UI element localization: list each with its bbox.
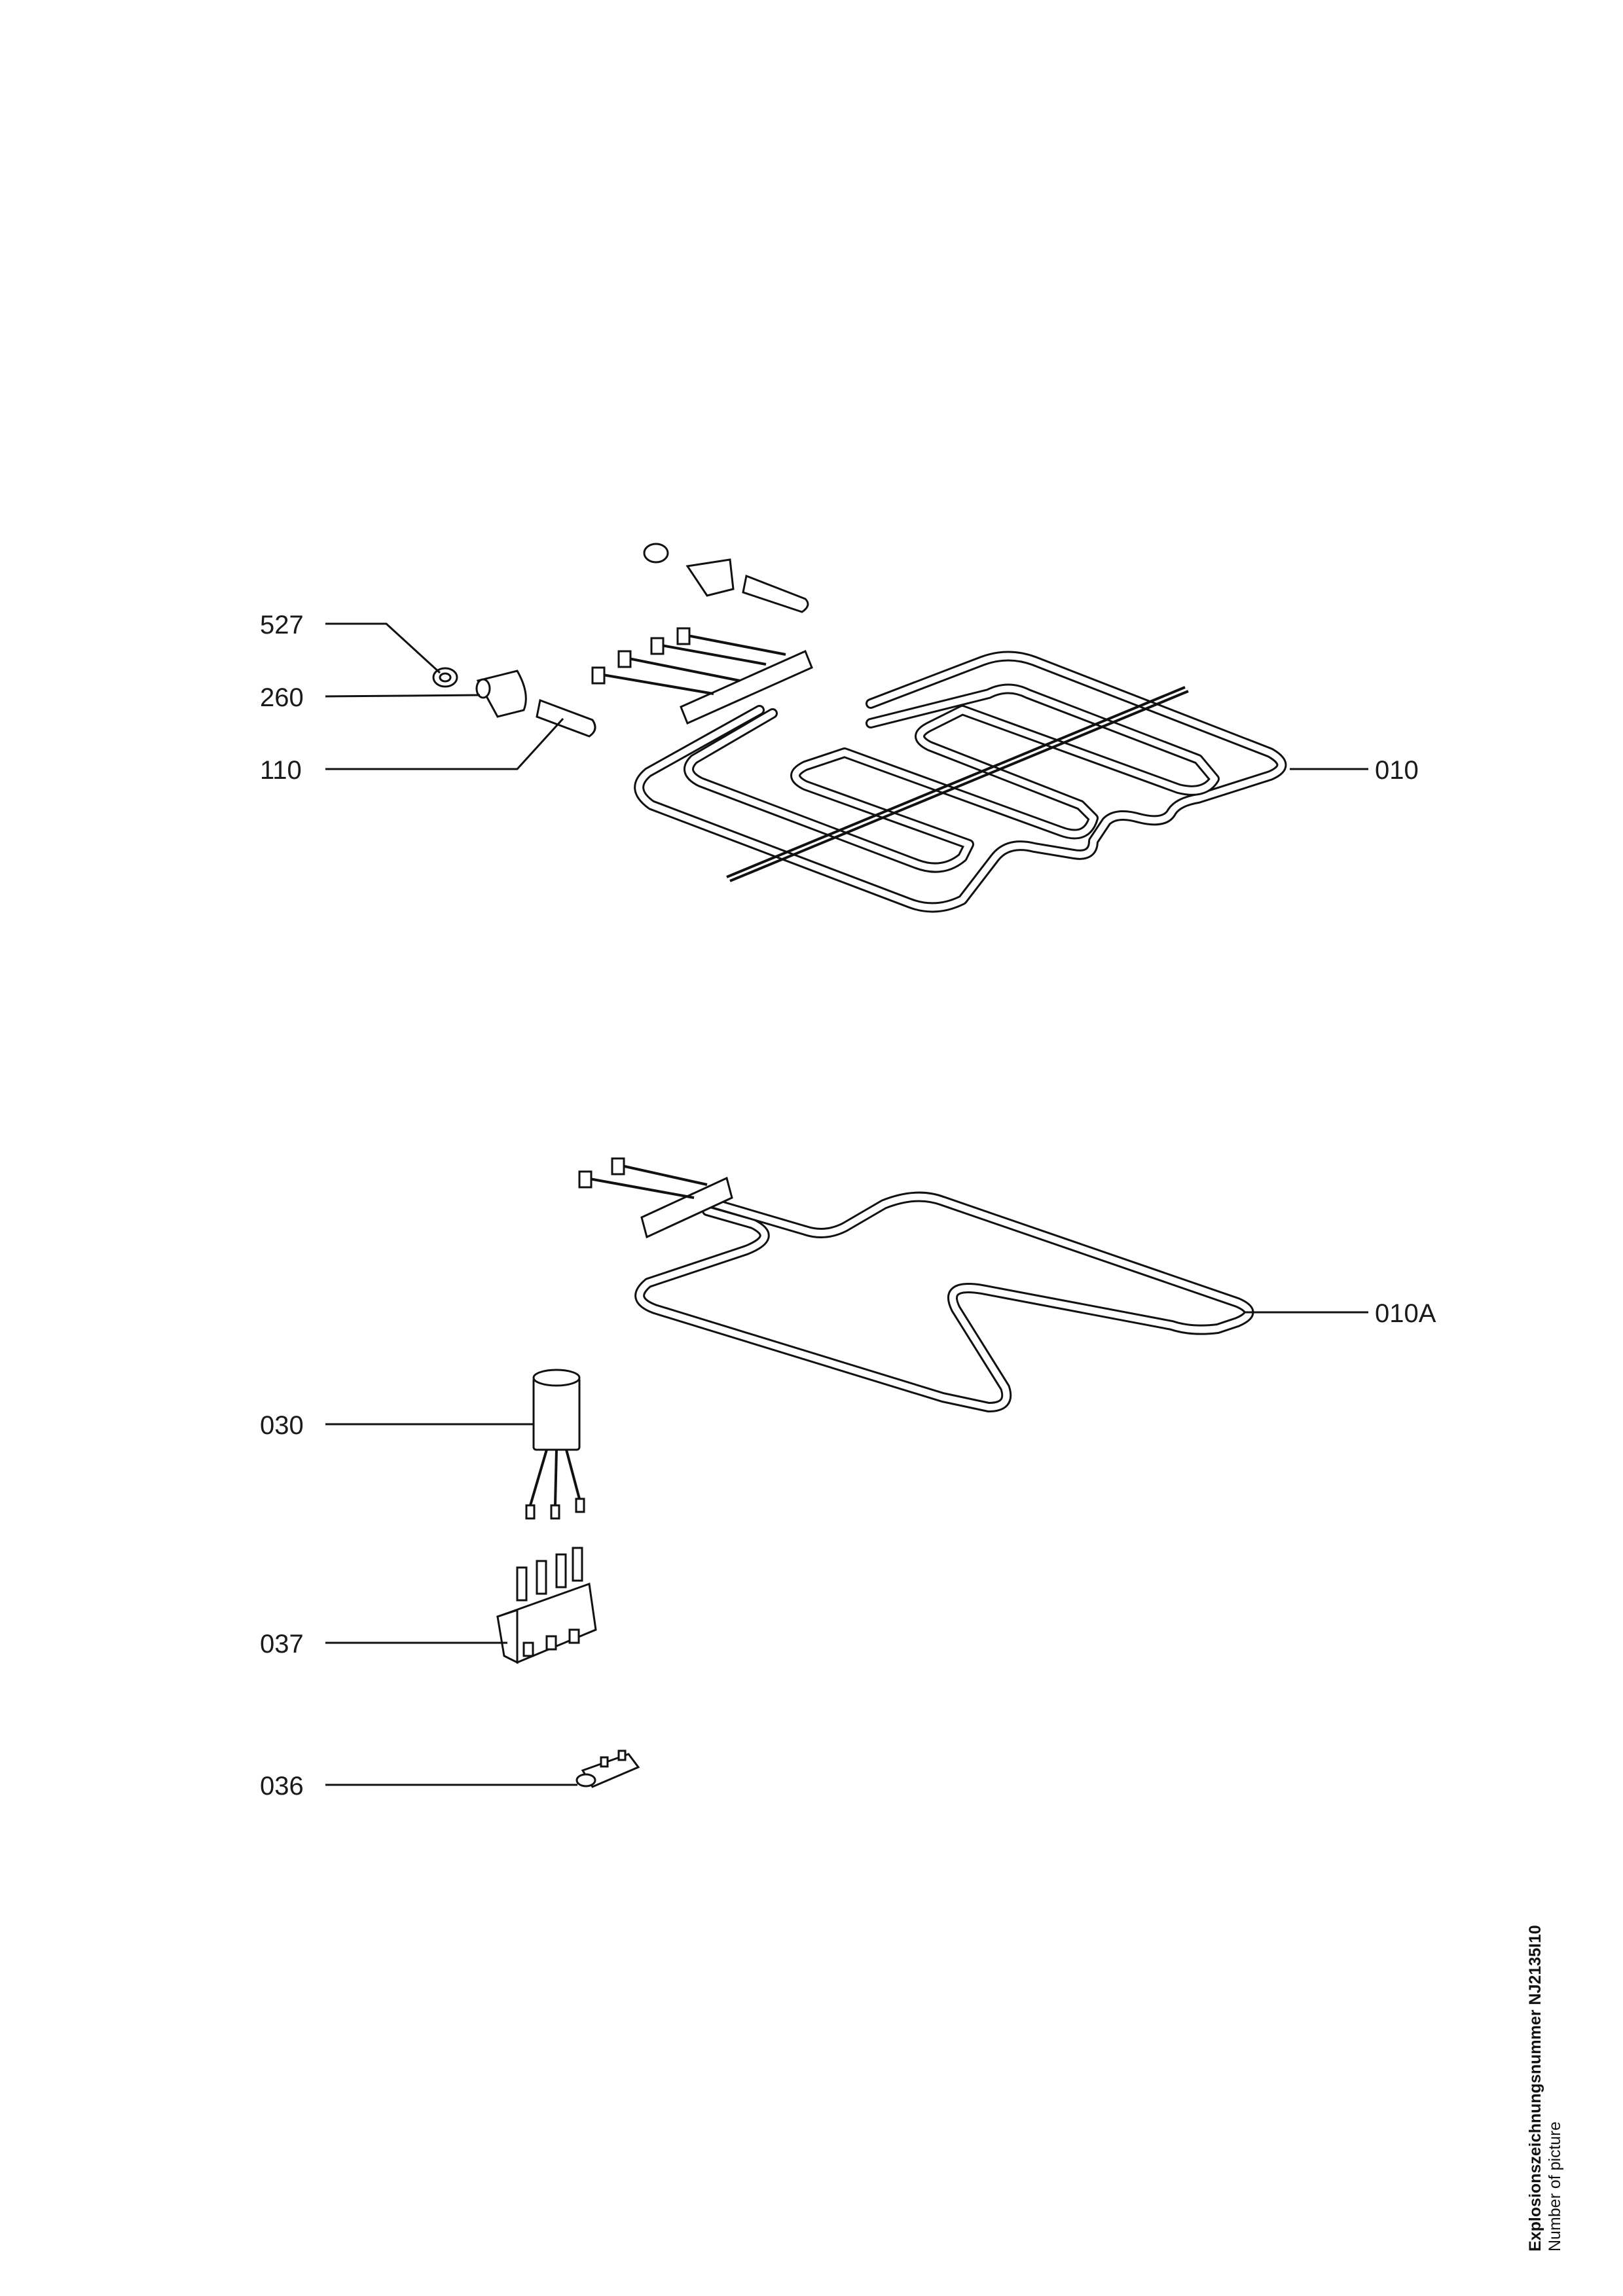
callout-110: 110 — [260, 756, 302, 785]
spare-fittings-upper — [643, 543, 809, 613]
leader-lines — [325, 622, 1368, 1786]
tube-110 — [536, 698, 596, 738]
callout-036: 036 — [260, 1772, 304, 1801]
terminal-block-037 — [496, 1547, 597, 1664]
capacitor-030 — [525, 1369, 585, 1520]
callout-527: 527 — [260, 611, 304, 639]
drawing-number-label: Explosionszeichnungsnummer NJ2135I10 — [1526, 1925, 1544, 2251]
callout-260: 260 — [260, 683, 304, 712]
bottom-heating-element-010a — [578, 1157, 1254, 1412]
callout-030: 030 — [260, 1411, 304, 1440]
callout-010a: 010A — [1375, 1299, 1436, 1328]
connector-036 — [575, 1749, 640, 1788]
top-heating-element-010 — [591, 627, 1287, 913]
cone-sleeve-260 — [475, 670, 527, 718]
callout-037: 037 — [260, 1630, 304, 1659]
picture-caption: Number of picture — [1546, 2121, 1564, 2251]
title-block: Explosionszeichnungsnummer NJ2135I10 Num… — [1525, 1715, 1578, 2251]
callout-010: 010 — [1375, 756, 1419, 785]
